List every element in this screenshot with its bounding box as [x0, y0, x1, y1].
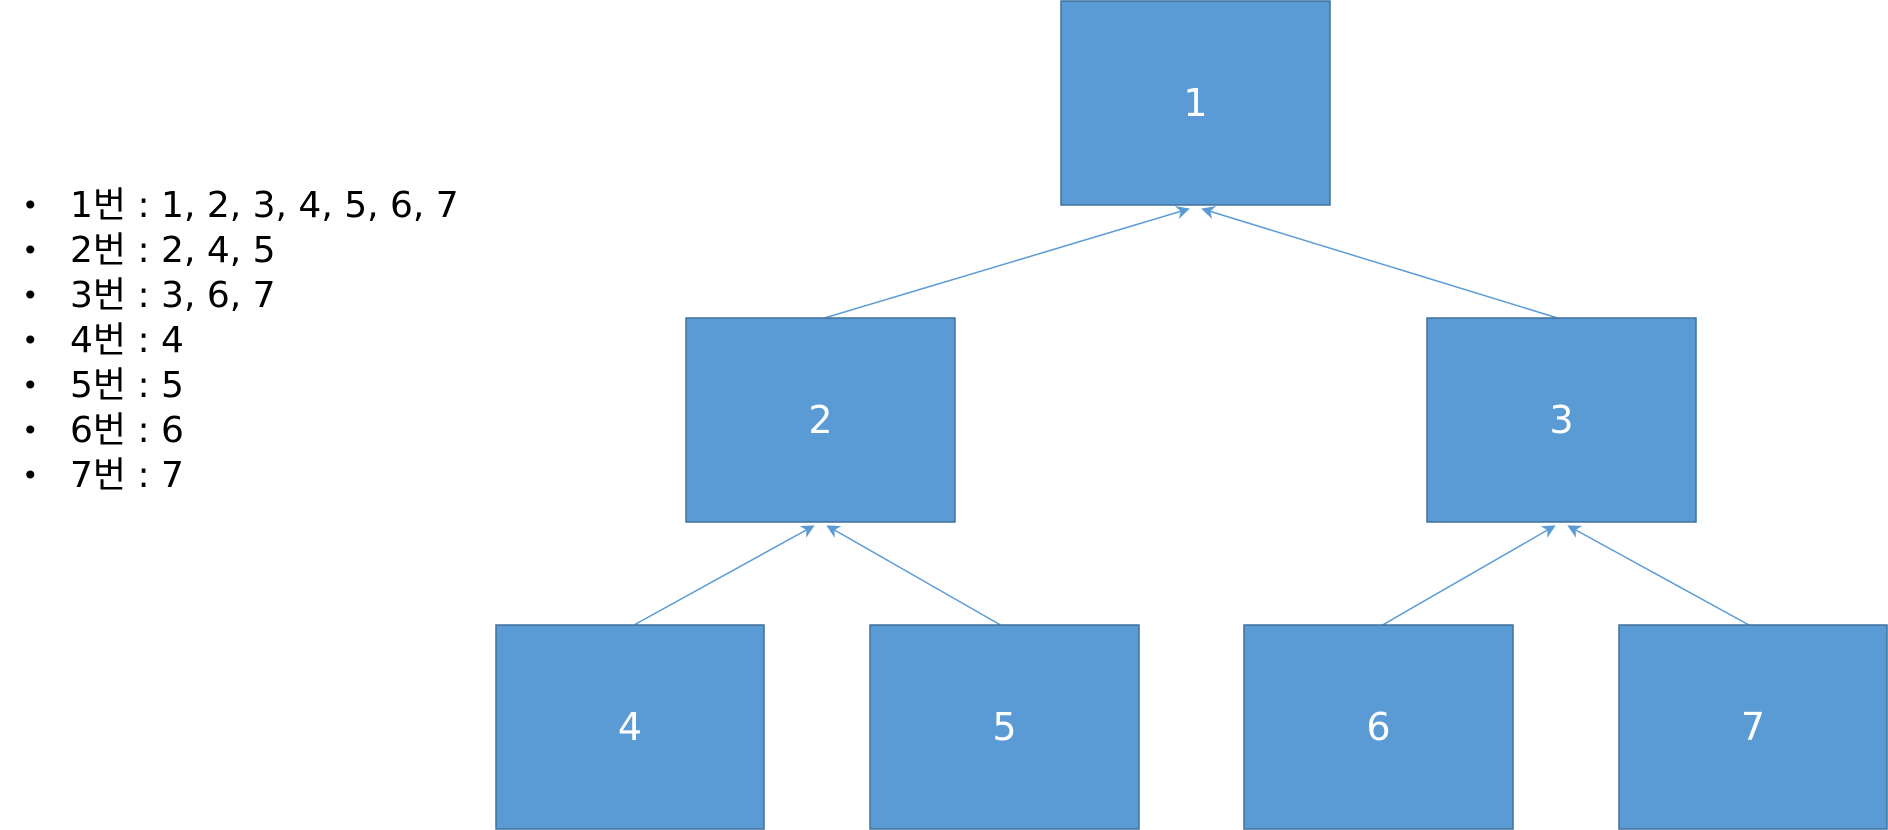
edges-layer: [633, 206, 1750, 626]
bullet-icon: •: [22, 324, 39, 357]
edge-6-to-3: [1382, 525, 1556, 626]
node-label: 4: [618, 705, 642, 749]
tree-node-1: 1: [1060, 0, 1331, 206]
bullet-icon: •: [22, 459, 39, 492]
node-label: 7: [1741, 705, 1765, 749]
tree-node-3: 3: [1426, 317, 1697, 523]
list-item-text: 6번 : 6: [70, 410, 184, 451]
edge-3-to-1: [1201, 206, 1558, 319]
bullet-icon: •: [22, 279, 39, 312]
node-box: [1426, 317, 1697, 523]
list-item-text: 7번 : 7: [70, 455, 184, 496]
node-box: [1618, 624, 1888, 830]
tree-node-5: 5: [869, 624, 1140, 830]
node-box: [869, 624, 1140, 830]
edge-5-to-2: [826, 525, 1001, 626]
edge-7-to-3: [1567, 525, 1750, 626]
tree-node-7: 7: [1618, 624, 1888, 830]
node-label: 1: [1183, 81, 1207, 125]
nodes-layer: 1 2 3 4 5 6 7: [495, 0, 1888, 830]
subtree-list: •1번 : 1, 2, 3, 4, 5, 6, 7 •2번 : 2, 4, 5 …: [22, 183, 459, 498]
list-item: • 5번 : 5: [22, 363, 459, 408]
list-item: • 2번 : 2, 4, 5: [22, 228, 459, 273]
list-item-text: 3번 : 3, 6, 7: [70, 275, 276, 316]
node-box: [1060, 0, 1331, 206]
list-item: • 7번 : 7: [22, 453, 459, 498]
tree-node-6: 6: [1243, 624, 1514, 830]
list-item: • 3번 : 3, 6, 7: [22, 273, 459, 318]
list-item: • 4번 : 4: [22, 318, 459, 363]
node-label: 6: [1366, 705, 1390, 749]
node-box: [1243, 624, 1514, 830]
list-item-text: 5번 : 5: [70, 365, 184, 406]
node-label: 3: [1549, 398, 1573, 442]
node-label: 2: [808, 398, 832, 442]
list-item-text: 2번 : 2, 4, 5: [70, 230, 276, 271]
bullet-icon: •: [22, 369, 39, 402]
tree-node-4: 4: [495, 624, 765, 830]
edge-2-to-1: [824, 206, 1190, 319]
bullet-icon: •: [22, 189, 39, 222]
edge-4-to-2: [633, 525, 815, 626]
node-label: 5: [992, 705, 1016, 749]
tree-node-2: 2: [685, 317, 956, 523]
list-item: • 1번 : 1, 2, 3, 4, 5, 6, 7: [22, 183, 459, 228]
list-item-text: 1번 : 1, 2, 3, 4, 5, 6, 7: [70, 185, 459, 226]
bullet-icon: •: [22, 414, 39, 447]
list-item: • 6번 : 6: [22, 408, 459, 453]
node-box: [685, 317, 956, 523]
list-item-text: 4번 : 4: [70, 320, 184, 361]
node-box: [495, 624, 765, 830]
bullet-icon: •: [22, 234, 39, 267]
